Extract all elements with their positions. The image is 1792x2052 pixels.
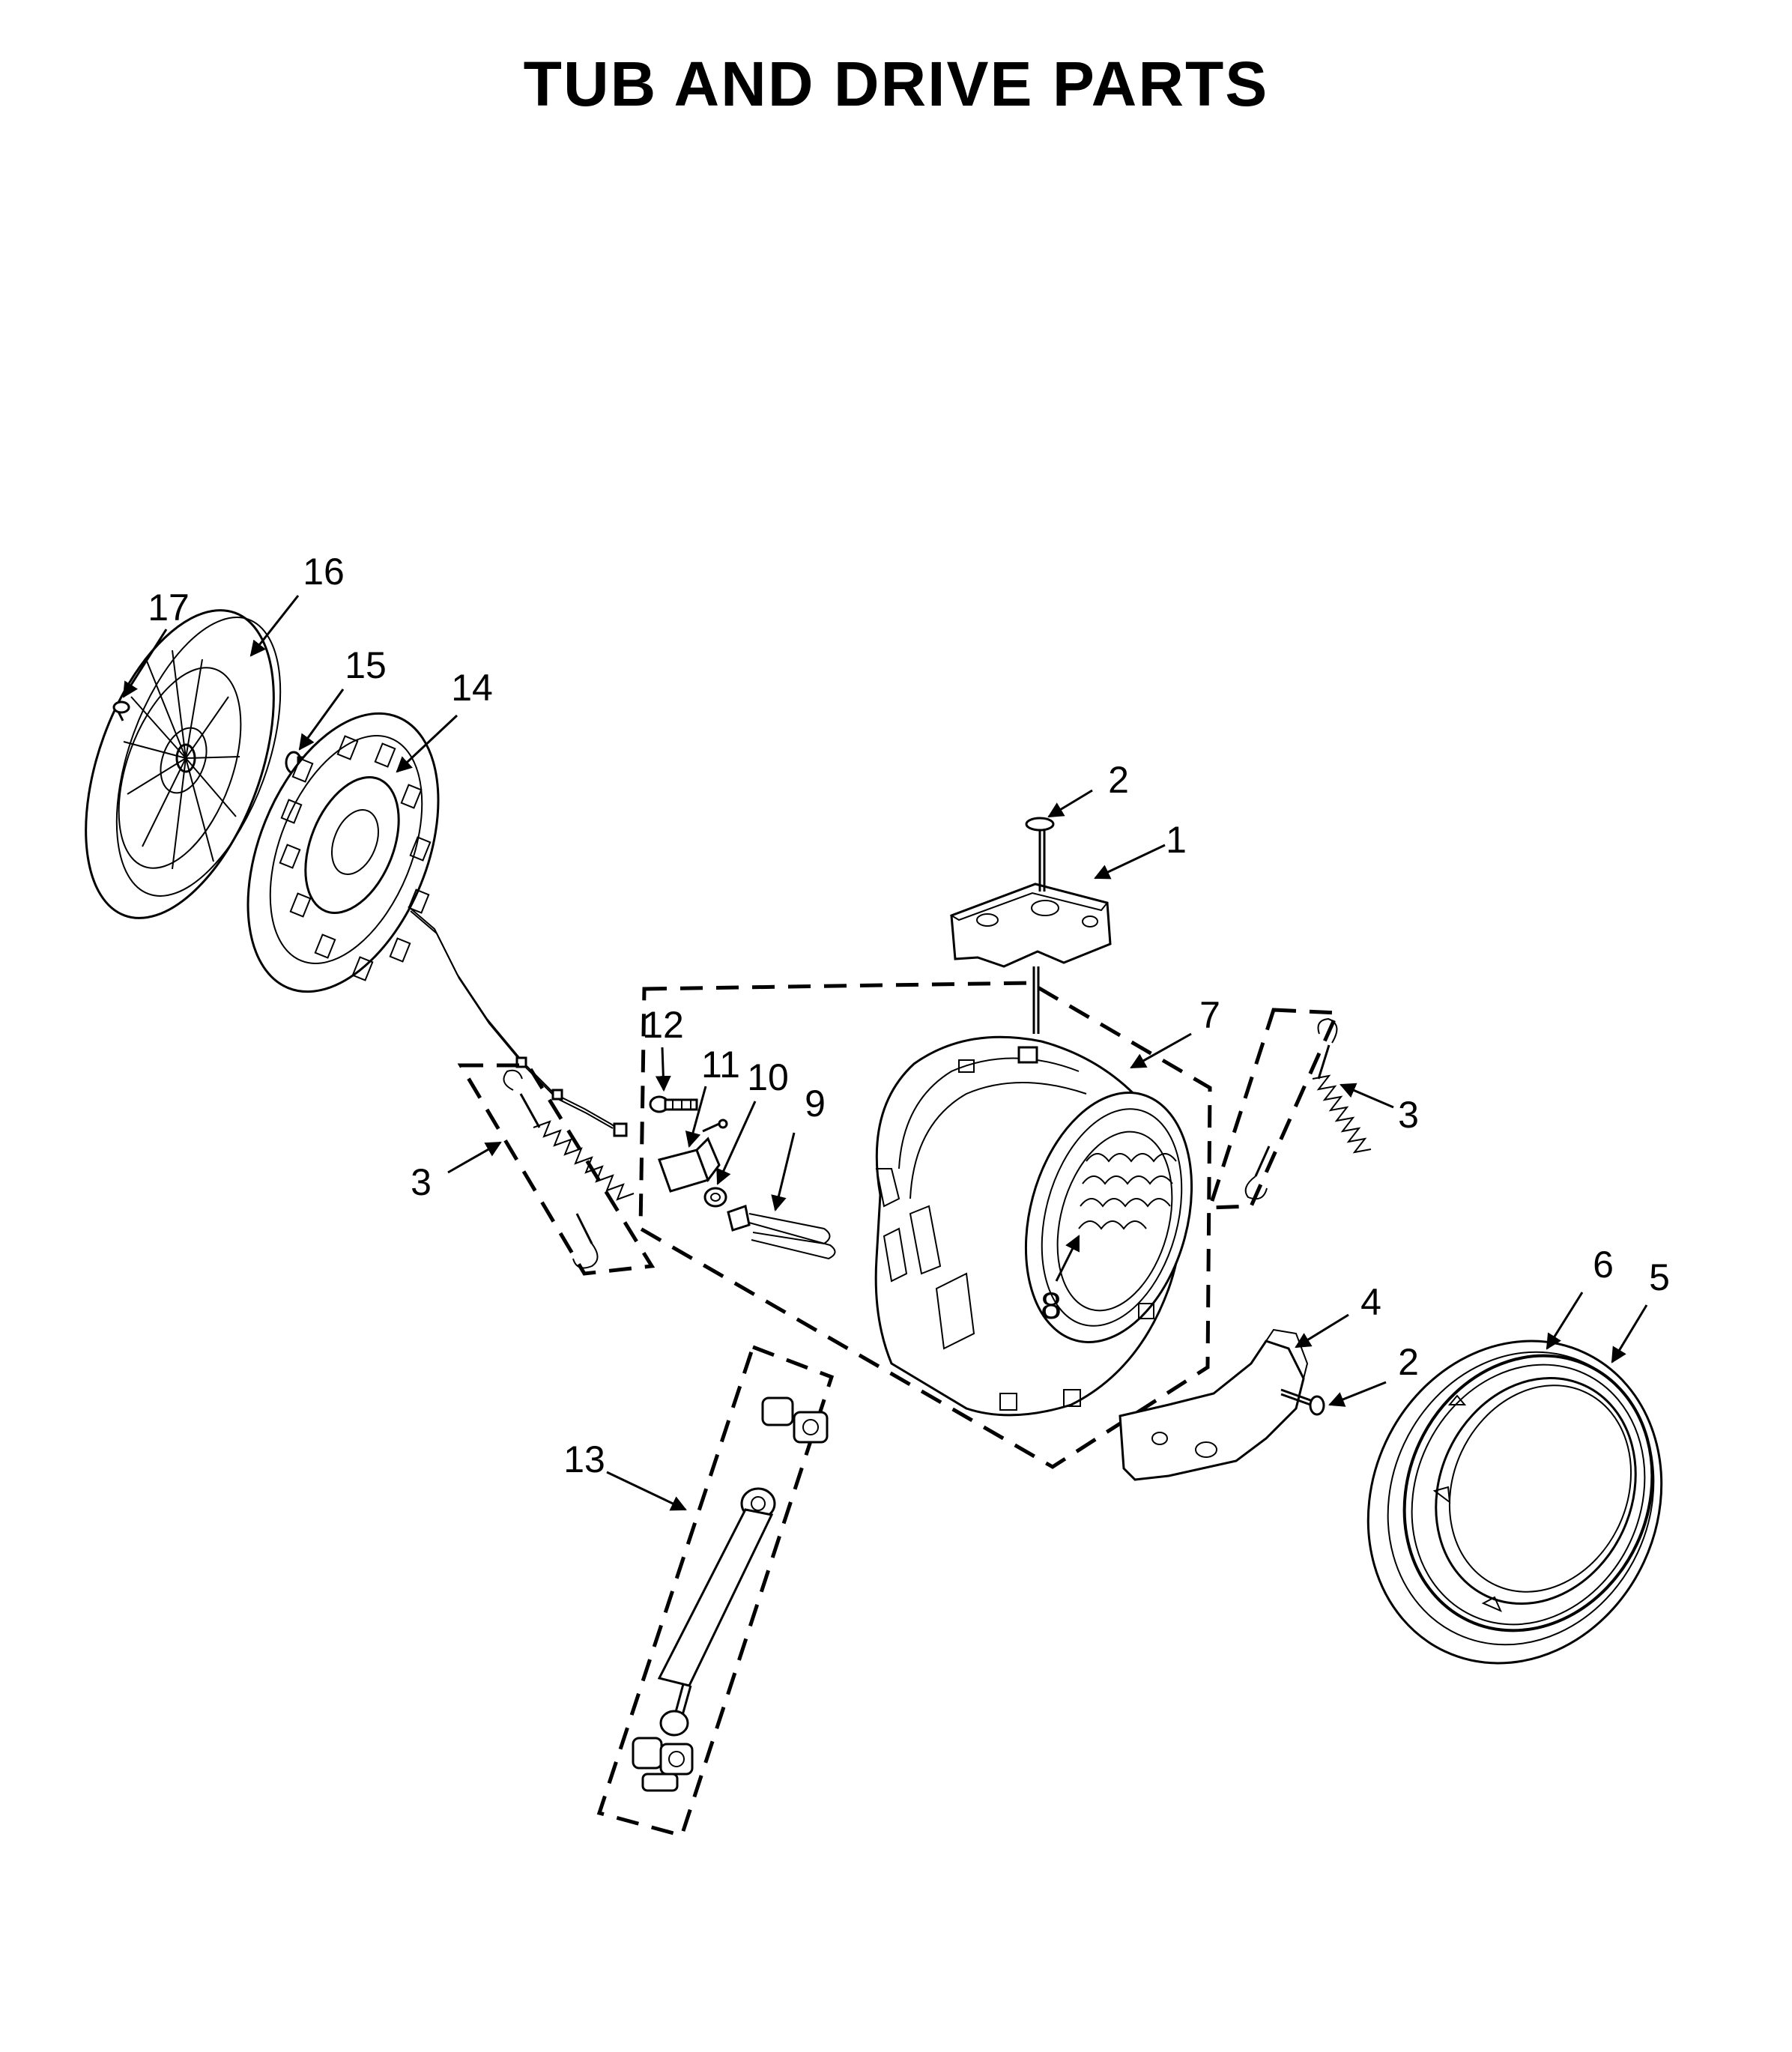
- tub-part: [874, 1035, 1193, 1417]
- callout-2-top: 2: [1108, 759, 1129, 801]
- top-bracket-part: [949, 883, 1112, 1034]
- heater-seal-part: [703, 1187, 727, 1208]
- left-spring-part: [457, 1063, 656, 1276]
- callout-16: 16: [303, 551, 345, 593]
- callout-12: 12: [642, 1004, 684, 1046]
- callout-4: 4: [1360, 1281, 1381, 1323]
- callout-10: 10: [747, 1056, 789, 1098]
- door-clamp-part: [1402, 1354, 1654, 1632]
- callout-11: 11: [701, 1044, 740, 1086]
- heater-coil-part: [1078, 1153, 1177, 1230]
- rotor-bolt-part: [112, 700, 130, 721]
- thermistor-part: [658, 1119, 728, 1193]
- right-spring-part: [1207, 1008, 1372, 1210]
- damper-part: [596, 1344, 835, 1838]
- callout-1: 1: [1166, 819, 1187, 861]
- callout-17: 17: [148, 587, 190, 629]
- page-title: TUB AND DRIVE PARTS: [523, 49, 1269, 119]
- callout-14: 14: [451, 667, 493, 709]
- heater-element-part: [727, 1205, 836, 1260]
- callout-9: 9: [805, 1083, 826, 1125]
- callout-2-bracket: 2: [1398, 1341, 1419, 1383]
- callout-8: 8: [1041, 1285, 1062, 1327]
- callout-7: 7: [1199, 994, 1220, 1036]
- callout-3-left: 3: [411, 1161, 432, 1203]
- callout-13: 13: [563, 1438, 605, 1480]
- callout-3-right: 3: [1398, 1094, 1419, 1136]
- heater-screw-part: [649, 1095, 698, 1113]
- tub-assembly-boundary: [638, 981, 1212, 1469]
- callout-5: 5: [1649, 1256, 1670, 1298]
- callout-6: 6: [1593, 1244, 1614, 1286]
- callout-15: 15: [345, 644, 387, 686]
- bracket-screw-part: [1280, 1388, 1325, 1416]
- stator-part: [246, 712, 628, 1137]
- top-screw-part: [1025, 817, 1055, 892]
- leader-lines: [122, 595, 1648, 1511]
- door-boot-part: [1366, 1340, 1663, 1665]
